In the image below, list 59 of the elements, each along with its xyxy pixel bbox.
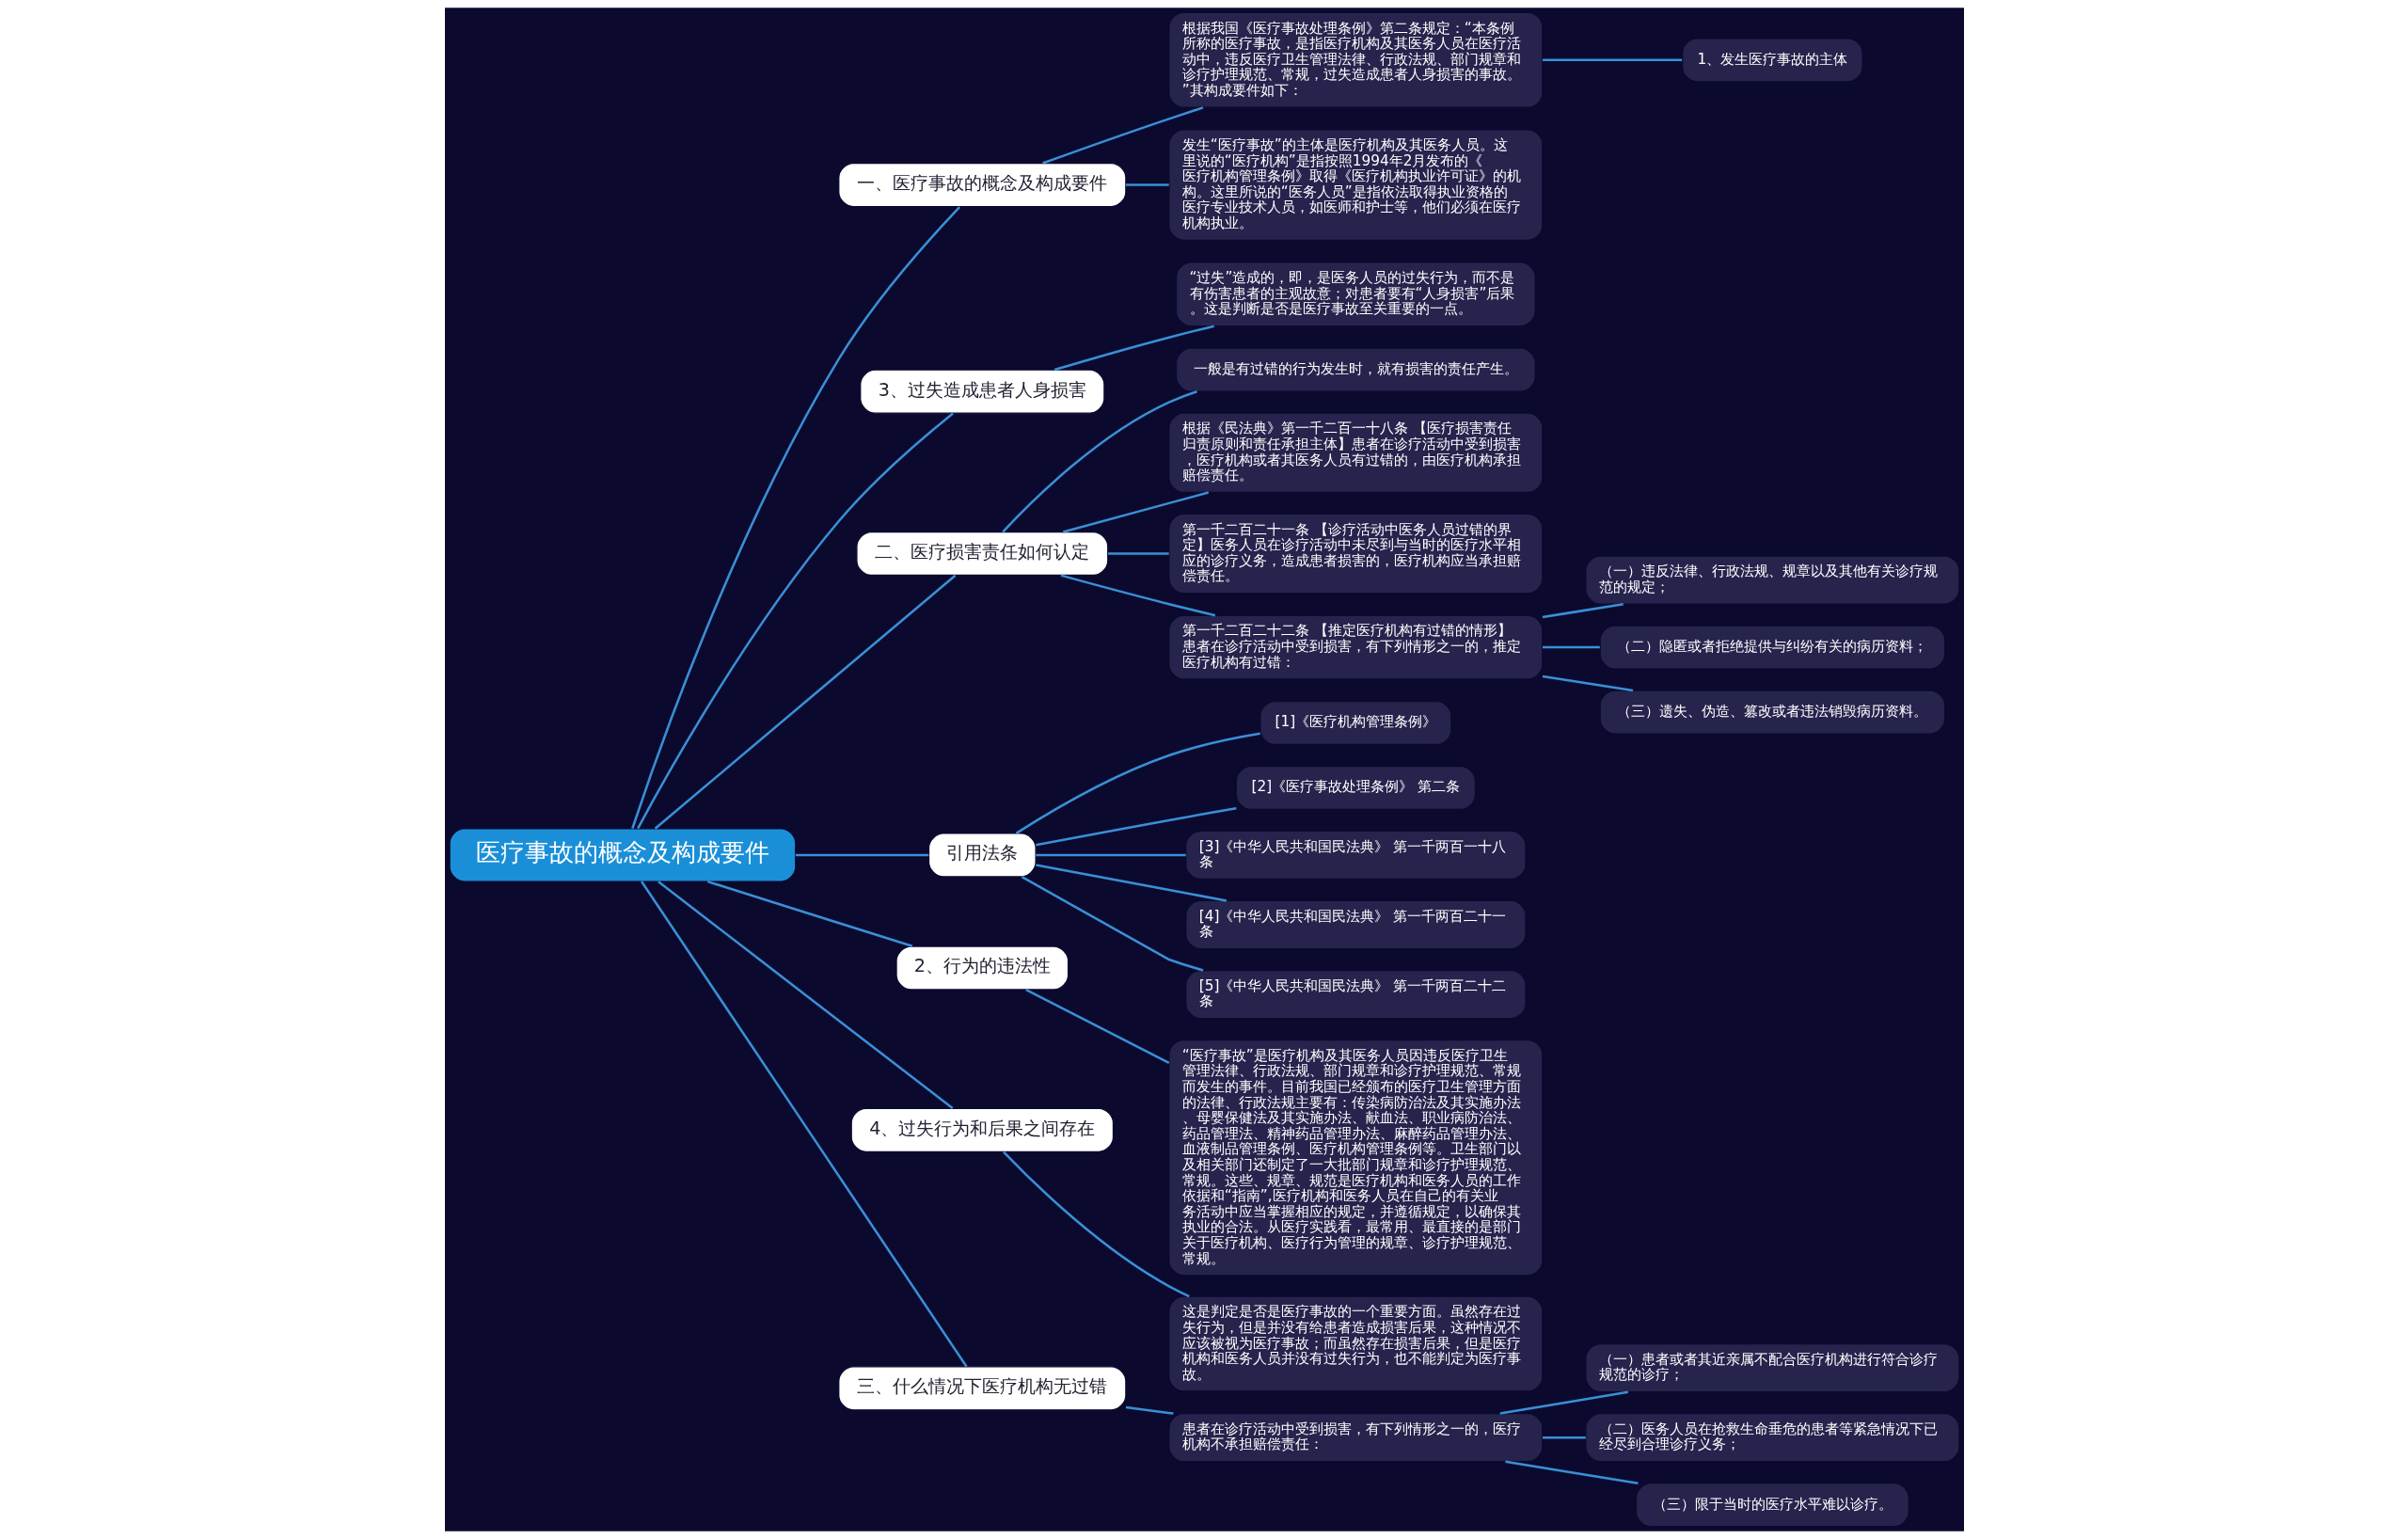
connector (1024, 988, 1169, 1064)
node-box: “医疗事故”是医疗机构及其医务人员因违反医疗卫生管理法律、行政法规、部门规章和诊疗护理规范、常规而发生的事件。目前我国已经颁布的医疗卫生管理方面的法律、行政法规主要有：传染病防治法及其实施办法、母婴保健法及其实施办法、献血法、职业病防治法、药品管理法、精神药品管理办法、麻醉药品管理办法、血液制品管理条例、医疗机构管理条例等。卫生部门以及相关部门还制定了一大批部门规章和诊疗护理规范、常规。这些、规章、规范是医疗机构和医务人员的工作依据和“指南”,医疗机构和医务人员在自己的有关业务活动中应当掌握相应的规定，并遵循规定，以确保其执业的合法。从医疗实践看，最常用、最直接的是部门关于医疗机构、医疗行为管理的规章、诊疗护理规范、常规。 (1167, 1039, 1544, 1277)
connector (1001, 390, 1197, 533)
node-box: 根据我国《医疗事故处理条例》第二条规定：“本条例所称的医疗事故，是指医疗机构及其医务人员在医疗活动中，违反医疗卫生管理法律、行政法规、部门规章和诊疗护理规范、常规，过失造成患者人身损害的事故。”其构成要件如下： (1167, 11, 1544, 108)
connector (657, 881, 953, 1109)
node-box: [5]《中华人民共和国民法典》 第一千两百二十二条 (1184, 969, 1527, 1020)
node-box: 第一千二百二十一条 【诊疗活动中医务人员过错的界定】医务人员在诊疗活动中未尽到与当时的医疗水平相应的诊疗义务，造成患者损害的，医疗机构应当承担赔偿责任。 (1167, 513, 1544, 595)
node-box: 2、行为的违法性 (895, 945, 1069, 991)
connector (1125, 183, 1169, 186)
connector (1542, 645, 1600, 649)
node-box: （二）隐匿或者拒绝提供与纠纷有关的病历资料； (1599, 625, 1945, 670)
node-box: 这是判定是否是医疗事故的一个重要方面。虽然存在过失行为，但是并没有给患者造成损害后果，这种情况不应该被视为医疗事故；而虽然存在损害后果，但是医疗机构和医务人员并没有过失行为，也不能判定为医疗事故。 (1167, 1295, 1544, 1392)
connector (640, 881, 968, 1368)
node-box: （一）患者或者其近亲属不配合医疗机构进行符合诊疗规范的诊疗； (1584, 1342, 1960, 1393)
node-box: 一般是有过错的行为发生时，就有损害的责任产生。 (1175, 347, 1536, 392)
connector (1021, 875, 1203, 972)
connector (1035, 864, 1227, 902)
node-box: （二）医务人员在抢救生命垂危的患者等紧急情况下已经尽到合理诊疗义务； (1584, 1412, 1960, 1463)
connector (1015, 732, 1260, 834)
node-box: 二、医疗损害责任如何认定 (855, 531, 1108, 577)
node-box: 一、医疗事故的概念及构成要件 (837, 162, 1127, 208)
connector (1542, 1436, 1586, 1439)
connector (1035, 806, 1237, 847)
node-box: 第一千二百二十二条 【推定医疗机构有过错的情形】患者在诊疗活动中受到损害，有下列情形之一的，推定医疗机构有过错： (1167, 614, 1544, 680)
connector (630, 206, 960, 830)
node-box: 根据《民法典》第一千二百一十八条 【医疗损害责任归责原则和责任承担主体】患者在诊疗活动中受到损害，医疗机构或者其医务人员有过错的，由医疗机构承担赔偿责任。 (1167, 412, 1544, 494)
connector (654, 574, 956, 830)
connector (1542, 674, 1633, 692)
connector (1062, 491, 1209, 533)
node-box: [2]《医疗事故处理条例》 第二条 (1235, 765, 1476, 811)
connector (1060, 574, 1215, 617)
node-box: （一）违反法律、行政法规、规章以及其他有关诊疗规范的规定； (1584, 555, 1960, 605)
connector (706, 880, 912, 948)
node-box: [4]《中华人民共和国民法典》 第一千两百二十一条 (1184, 899, 1527, 950)
connector (636, 412, 954, 830)
node-box: “过失”造成的，即，是医务人员的过失行为，而不是有伤害患者的主观故意；对患者要有“人身损害”后果。这是判断是否是医疗事故至关重要的一点。 (1175, 262, 1536, 327)
node-box: [3]《中华人民共和国民法典》 第一千两百一十八条 (1184, 830, 1527, 881)
connector (1002, 1150, 1190, 1298)
connector (1125, 1405, 1174, 1415)
connector (1542, 58, 1682, 62)
node-box: （三）遗失、伪造、篡改或者违法销毁病历资料。 (1599, 690, 1945, 735)
connector (1504, 1460, 1639, 1484)
node-box: 3、过失造成患者人身损害 (859, 369, 1105, 414)
node-box: 三、什么情况下医疗机构无过错 (837, 1366, 1127, 1411)
connector (1542, 602, 1624, 619)
connector (1054, 325, 1214, 372)
node-box: [1]《医疗机构管理条例》 (1259, 700, 1451, 746)
node-box: 发生“医疗事故”的主体是医疗机构及其医务人员。这里说的“医疗机构”是指按照1994年2月发布的《医疗机构管理条例》取得《医疗机构执业许可证》的机构。这里所说的“医务人员”是指依法取得执业资格的医疗专业技术人员，如医师和护士等，他们必须在医疗机构执业。 (1167, 129, 1544, 241)
node-box: （三）限于当时的医疗水平难以诊疗。 (1635, 1483, 1909, 1528)
connector (1107, 552, 1169, 555)
connector (1041, 106, 1203, 165)
connector (1499, 1390, 1628, 1415)
node-box: 患者在诊疗活动中受到损害，有下列情形之一的，医疗机构不承担赔偿责任： (1167, 1412, 1544, 1463)
node-box: 引用法条 (927, 833, 1037, 878)
node-box: 医疗事故的概念及构成要件 (448, 828, 796, 882)
connector (795, 853, 928, 857)
node-box: 4、过失行为和后果之间存在 (850, 1107, 1114, 1152)
node-box: 1、发生医疗事故的主体 (1681, 38, 1863, 83)
connector (1035, 853, 1186, 857)
